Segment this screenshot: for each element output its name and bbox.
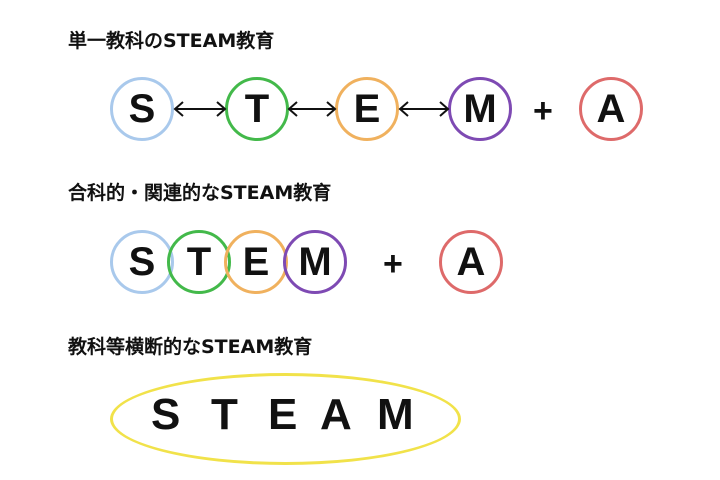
steam-ellipse xyxy=(110,373,461,465)
s-circle: S xyxy=(110,77,174,141)
section-2-title: 合科的・関連的なSTEAM教育 xyxy=(68,182,332,204)
e-circle: E xyxy=(335,77,399,141)
a-circle: A xyxy=(439,230,503,294)
t-circle: T xyxy=(225,77,289,141)
section-3-title: 教科等横断的なSTEAM教育 xyxy=(68,336,313,358)
m-circle: M xyxy=(448,77,512,141)
double-arrow-icon xyxy=(398,101,450,117)
double-arrow-icon xyxy=(287,101,337,117)
a-circle: A xyxy=(579,77,643,141)
double-arrow-icon xyxy=(173,101,227,117)
steam-letter-s: S xyxy=(151,390,181,439)
steam-letter-a: A xyxy=(320,390,352,439)
plus-sign: + xyxy=(533,92,553,130)
steam-letter-e: E xyxy=(268,390,298,439)
s-circle: S xyxy=(110,230,174,294)
section-1-title: 単一教科のSTEAM教育 xyxy=(68,30,275,52)
m-circle: M xyxy=(283,230,347,294)
steam-letter-t: T xyxy=(211,390,238,439)
t-circle: T xyxy=(167,230,231,294)
e-circle: E xyxy=(224,230,288,294)
plus-sign: + xyxy=(383,245,403,283)
steam-letter-m: M xyxy=(377,390,414,439)
